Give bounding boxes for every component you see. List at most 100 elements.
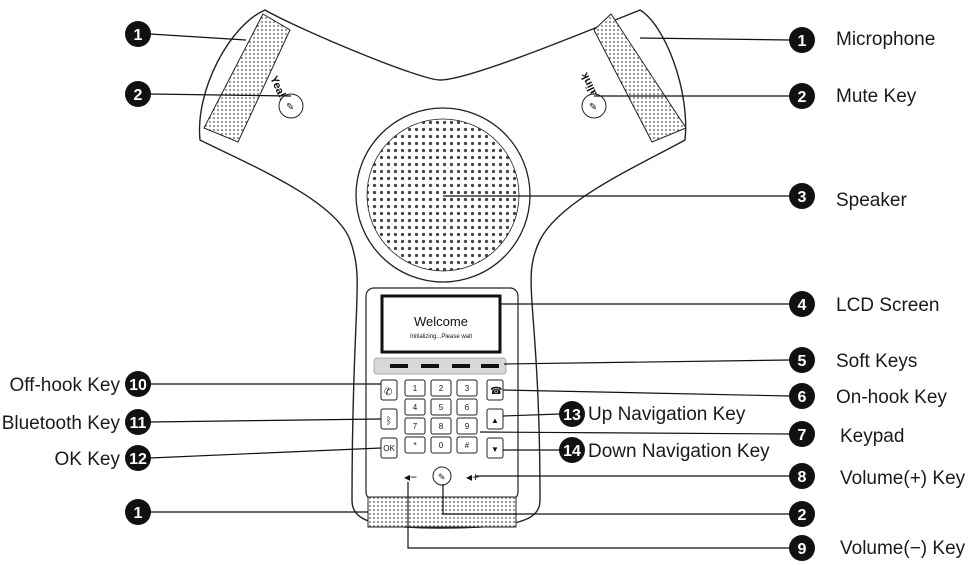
keypad-key[interactable]: 3 [456, 379, 478, 397]
bluetooth-key[interactable]: ᛒ [380, 408, 398, 430]
callout-4: 4 [789, 291, 815, 317]
keypad-key-body [430, 436, 452, 454]
soft-key-2[interactable] [421, 364, 439, 368]
arrow-down-icon: ▼ [491, 445, 499, 454]
soft-key-3[interactable] [452, 364, 470, 368]
keypad-key[interactable]: 4 [404, 398, 426, 416]
down-navigation-key[interactable]: ▼ [486, 437, 504, 459]
keypad-key-label: 4 [413, 403, 418, 412]
keypad: 1 2 3 4 5 6 7 8 9 * 0 # [404, 379, 478, 454]
callout-13: 13 [559, 401, 585, 427]
ok-key[interactable]: OK [380, 437, 398, 459]
label-down-navigation-key: Down Navigation Key [588, 441, 770, 462]
callout-number: 11 [130, 415, 147, 432]
callout-3: 3 [789, 183, 815, 209]
volume-up-icon[interactable]: ◂+ [466, 470, 479, 484]
keypad-key-body [404, 398, 426, 416]
keypad-key-label: 5 [439, 403, 444, 412]
callout-number: 6 [798, 389, 807, 406]
keypad-key-label: 9 [465, 422, 470, 431]
label-mute-key: Mute Key [836, 86, 917, 107]
ok-key-label: OK [383, 444, 395, 453]
callout-number: 5 [798, 353, 807, 370]
phone-icon: ✆ [384, 387, 392, 398]
callout-number: 8 [798, 469, 807, 486]
soft-key-4[interactable] [481, 364, 499, 368]
keypad-key[interactable]: 6 [456, 398, 478, 416]
keypad-key-body [456, 398, 478, 416]
keypad-key-label: 8 [439, 422, 444, 431]
mute-icon: ✎ [286, 102, 294, 113]
callout-number: 2 [134, 87, 143, 104]
on-hook-key[interactable]: ☎ [486, 379, 504, 401]
keypad-key[interactable]: 8 [430, 417, 452, 435]
keypad-key[interactable]: 5 [430, 398, 452, 416]
keypad-key[interactable]: 0 [430, 436, 452, 454]
callout-number: 14 [563, 443, 581, 460]
keypad-key[interactable]: # [456, 436, 478, 454]
label-ok-key: OK Key [55, 449, 121, 470]
callout-5: 5 [789, 347, 815, 373]
callout-2-right: 2 [789, 83, 815, 109]
keypad-key-body [404, 417, 426, 435]
callout-11: 11 [125, 409, 151, 435]
bluetooth-icon: ᛒ [386, 416, 392, 427]
callout-6: 6 [789, 383, 815, 409]
soft-key-1[interactable] [390, 364, 408, 368]
keypad-key-body [404, 436, 426, 454]
callout-number: 3 [798, 189, 807, 206]
hang-up-icon: ☎ [490, 386, 502, 397]
up-navigation-key[interactable]: ▲ [486, 408, 504, 430]
mute-button-front[interactable]: ✎ [432, 466, 452, 486]
callout-10: 10 [125, 371, 151, 397]
label-microphone: Microphone [836, 29, 935, 50]
callout-2-left: 2 [125, 81, 151, 107]
right-microphone-grill [593, 13, 687, 143]
lcd-screen: Welcome Initializing...Please wait [380, 294, 502, 354]
keypad-key[interactable]: * [404, 436, 426, 454]
callout-number: 7 [798, 427, 807, 444]
label-up-navigation-key: Up Navigation Key [588, 404, 746, 425]
callout-12: 12 [125, 445, 151, 471]
mute-button-right[interactable]: ✎ [581, 93, 607, 119]
keypad-key[interactable]: 1 [404, 379, 426, 397]
callout-number: 2 [798, 507, 807, 524]
mute-button-left[interactable]: ✎ [278, 93, 304, 119]
label-speaker: Speaker [836, 190, 907, 211]
callout-number: 13 [563, 407, 581, 424]
keypad-key-body [430, 379, 452, 397]
keypad-key-label: 2 [439, 384, 444, 393]
callout-number: 1 [134, 505, 143, 522]
arrow-up-icon: ▲ [491, 416, 499, 425]
label-bluetooth-key: Bluetooth Key [2, 413, 121, 434]
speaker-grill [355, 107, 531, 283]
left-microphone-grill [203, 13, 291, 143]
keypad-key-body [430, 417, 452, 435]
volume-down-icon[interactable]: ◂− [404, 470, 417, 484]
label-soft-keys: Soft Keys [836, 351, 917, 372]
callout-number: 4 [798, 297, 807, 314]
keypad-key-label: 6 [465, 403, 470, 412]
label-off-hook-key: Off-hook Key [9, 375, 120, 396]
keypad-key[interactable]: 9 [456, 417, 478, 435]
keypad-key-label: * [413, 441, 416, 450]
callout-14: 14 [559, 437, 585, 463]
keypad-key-body [456, 417, 478, 435]
mute-icon: ✎ [438, 472, 446, 482]
soft-keys [373, 357, 507, 375]
callout-1-top-left: 1 [125, 21, 151, 47]
callout-9: 9 [789, 535, 815, 561]
bottom-microphone-grill [367, 496, 517, 528]
callout-7: 7 [789, 421, 815, 447]
keypad-key-body [404, 379, 426, 397]
off-hook-key[interactable]: ✆ [380, 379, 398, 401]
callout-number: 9 [798, 541, 807, 558]
label-keypad: Keypad [840, 426, 904, 447]
keypad-key-body [456, 436, 478, 454]
keypad-key[interactable]: 2 [430, 379, 452, 397]
callout-1-bottom: 1 [125, 499, 151, 525]
keypad-key[interactable]: 7 [404, 417, 426, 435]
keypad-key-label: 0 [439, 441, 444, 450]
keypad-key-label: 1 [413, 384, 418, 393]
